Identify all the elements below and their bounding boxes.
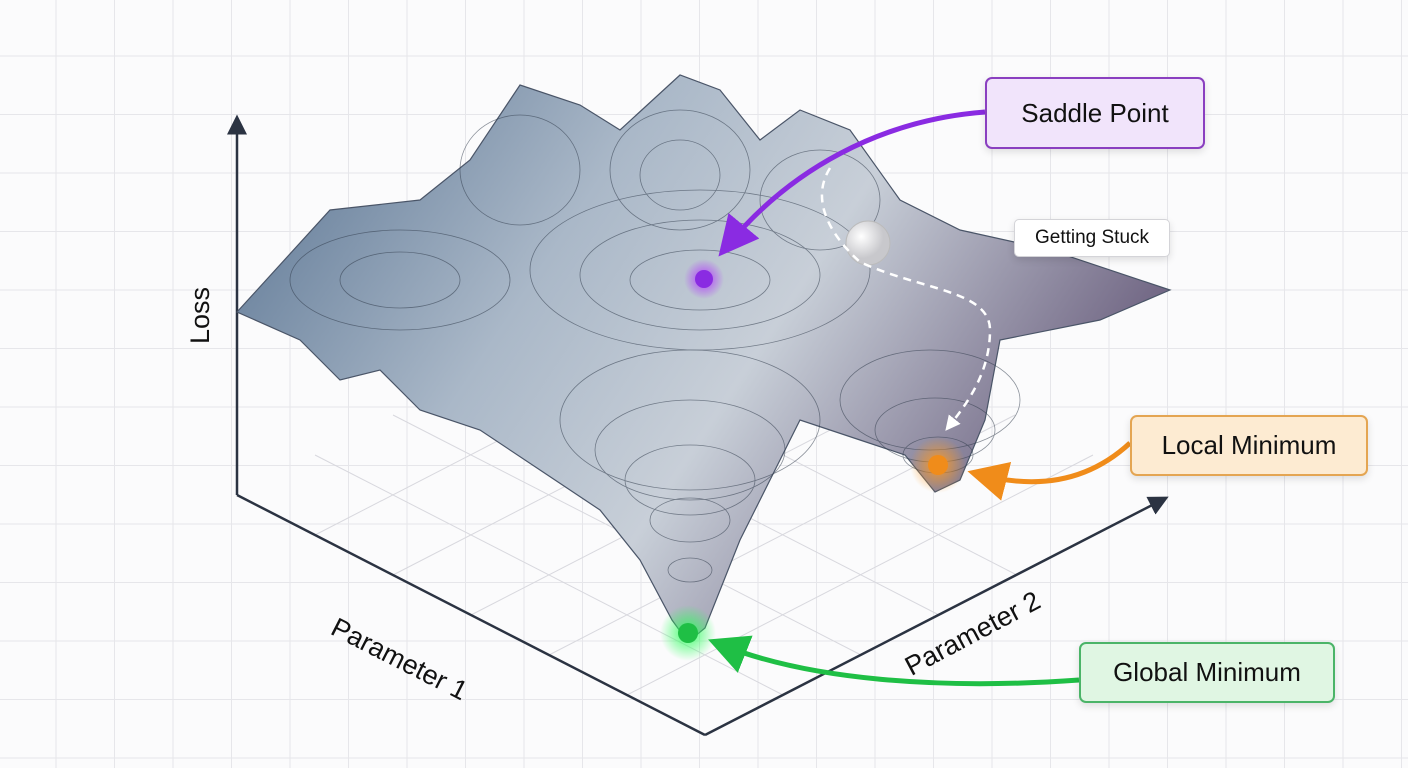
global-arrow xyxy=(708,635,1080,687)
parameter-2-axis xyxy=(704,496,1169,737)
local-arrow xyxy=(967,441,1132,501)
descent-path xyxy=(820,167,992,431)
axes xyxy=(227,114,1169,737)
saddle-point-label: Saddle Point xyxy=(985,77,1205,149)
global-minimum-label: Global Minimum xyxy=(1079,642,1335,703)
getting-stuck-label: Getting Stuck xyxy=(1014,219,1170,257)
parameter-1-axis xyxy=(236,493,706,737)
loss-axis-label: Loss xyxy=(185,286,216,345)
local-minimum-label: Local Minimum xyxy=(1130,415,1368,476)
loss-surface xyxy=(235,74,1172,643)
local-minimum-marker xyxy=(910,437,966,493)
saddle-arrow xyxy=(718,109,986,257)
saddle-point-marker xyxy=(684,259,724,299)
global-minimum-marker xyxy=(660,605,716,661)
ball-icon xyxy=(845,220,891,266)
